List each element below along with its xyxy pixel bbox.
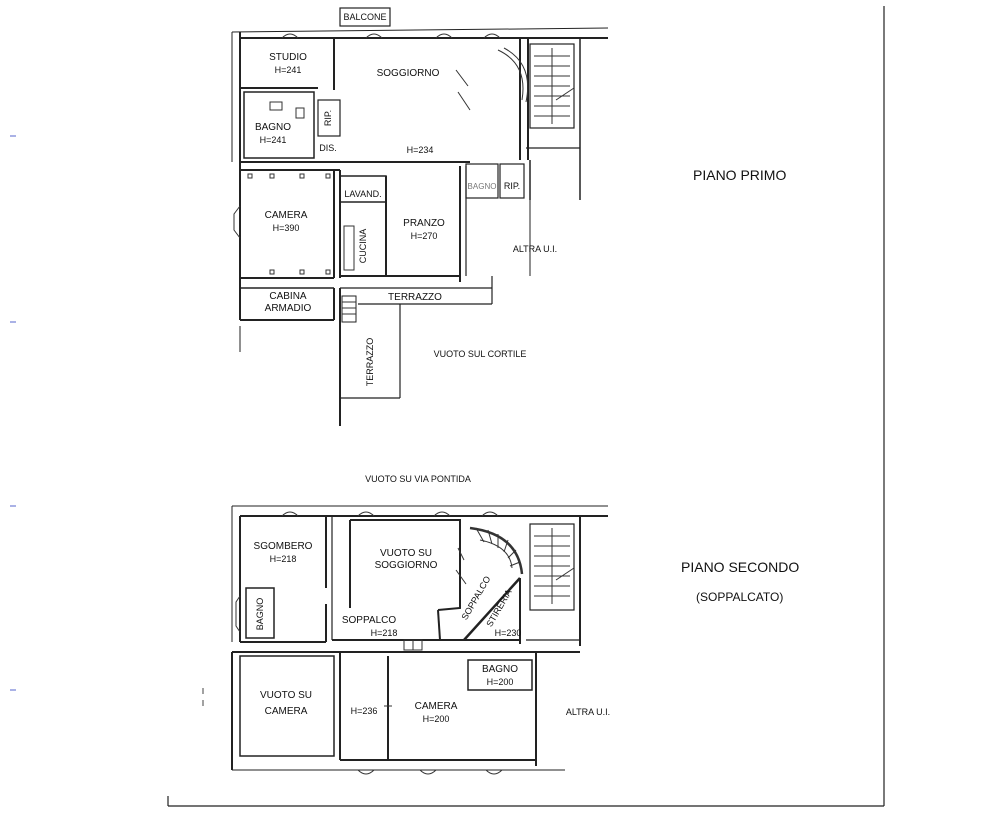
room-label-soppalco: SOPPALCO H=218 (336, 615, 402, 639)
second-floor-walls (231, 505, 608, 771)
room-name: BAGNO (481, 664, 519, 675)
room-label-bagno-vertical: BAGNO (255, 597, 265, 631)
room-label-studio: STUDIO H=241 (258, 52, 318, 76)
room-label-bagno: BAGNO H=241 (248, 122, 298, 146)
room-label-cucina: CUCINA (358, 228, 368, 264)
room-label-bagno-small: BAGNO (467, 182, 497, 191)
room-height: H=241 (274, 65, 302, 75)
corridor-height: H=234 (406, 145, 434, 155)
margin-ticks (10, 135, 16, 691)
room-height: H=218 (269, 554, 297, 564)
room-label-vuoto-soggiorno: VUOTO SU SOGGIORNO (366, 548, 446, 572)
room-name: CABINA (269, 291, 307, 302)
room-label-rip-right: RIP. (503, 181, 521, 191)
room-name: CAMERA (414, 701, 458, 712)
room-height: H=270 (410, 231, 438, 241)
room-name: STUDIO (269, 52, 307, 63)
first-floor-title: PIANO PRIMO (693, 167, 787, 183)
room-label-cabina-armadio: CABINA ARMADIO (256, 291, 320, 315)
room-label-lavand: LAVAND. (344, 189, 382, 199)
room-name: VUOTO SU (259, 690, 313, 701)
room-name: SOPPALCO (341, 615, 397, 626)
label-vuoto-via-pontida: VUOTO SU VIA PONTIDA (365, 474, 471, 484)
room-height: H=200 (486, 677, 514, 687)
room-label-pranzo: PRANZO H=270 (394, 218, 454, 242)
room-name: VUOTO SU (379, 548, 433, 559)
room-label-rip-top: RIP. (323, 109, 333, 127)
room-label-sgombero: SGOMBERO H=218 (250, 541, 316, 565)
room-label-vuoto-camera: VUOTO SU CAMERA (248, 690, 324, 718)
room-height: H=390 (272, 223, 300, 233)
room-label-terrazzo-vertical: TERRAZZO (365, 337, 375, 387)
second-floor-subtitle: (SOPPALCATO) (696, 590, 784, 604)
room-height: H=218 (370, 628, 398, 638)
stireria-height: H=230 (494, 628, 522, 638)
second-floor-details (235, 511, 575, 775)
first-floor-walls (231, 7, 609, 426)
room-label-terrazzo-horizontal: TERRAZZO (388, 292, 442, 303)
room-height-236: H=236 (350, 706, 378, 716)
room-name: SGOMBERO (253, 541, 313, 552)
room-name-line2: CAMERA (264, 706, 308, 717)
room-label-altra-ui-first: ALTRA U.I. (512, 244, 558, 254)
room-label-balcone: BALCONE (343, 12, 387, 22)
room-name: PRANZO (403, 218, 445, 229)
room-label-altra-ui-second: ALTRA U.I. (565, 707, 611, 717)
room-label-camera-second: CAMERA H=200 (406, 701, 466, 725)
second-floor-title: PIANO SECONDO (681, 559, 800, 575)
first-floor-details (233, 33, 575, 315)
room-name: CAMERA (264, 210, 308, 221)
room-height: H=241 (259, 135, 287, 145)
sheet-frame (167, 6, 885, 807)
room-name: BAGNO (254, 122, 292, 133)
room-label-soggiorno: SOGGIORNO (376, 68, 440, 79)
room-name-line2: ARMADIO (264, 303, 312, 314)
room-label-bagno-second: BAGNO H=200 (470, 664, 530, 688)
room-label-dis: DIS. (319, 143, 337, 153)
room-height: H=200 (422, 714, 450, 724)
room-name-line2: SOGGIORNO (374, 560, 438, 571)
label-vuoto-cortile: VUOTO SUL CORTILE (433, 349, 527, 359)
room-label-camera: CAMERA H=390 (256, 210, 316, 234)
